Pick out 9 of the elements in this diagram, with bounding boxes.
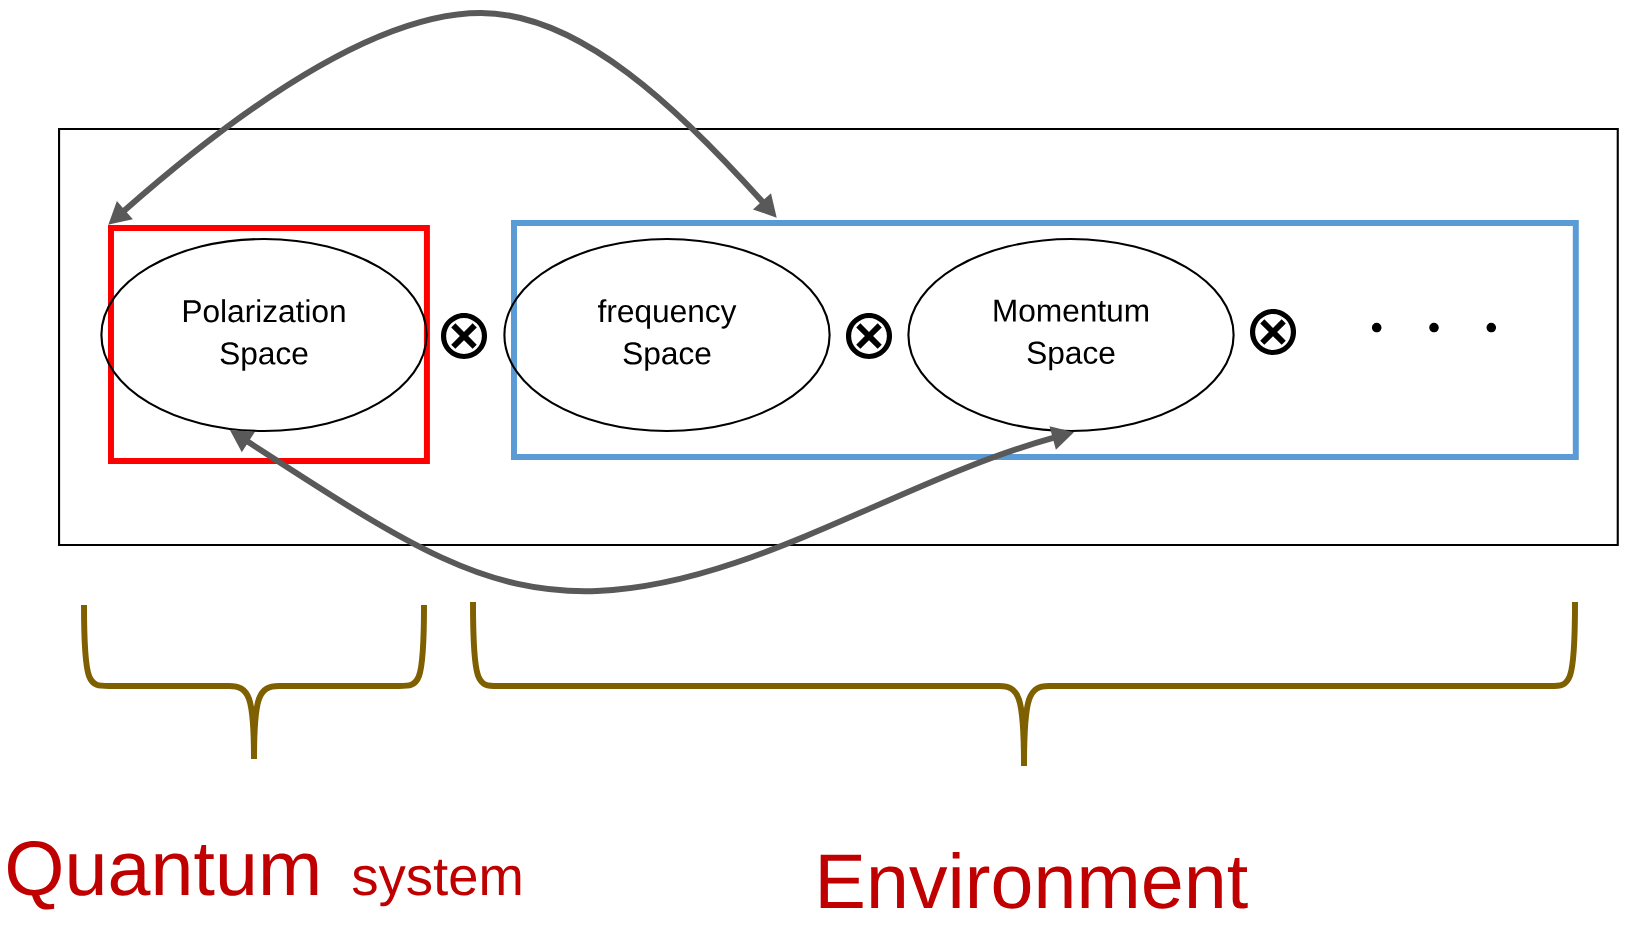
tensor-product-symbol: ⊗ — [441, 312, 488, 360]
frame-box — [58, 128, 1619, 547]
group-label: Environment — [820, 852, 1248, 909]
group-label: system — [352, 859, 521, 907]
group-box — [511, 220, 1579, 460]
group-box — [108, 225, 430, 464]
tensor-product-symbol: ⊗ — [846, 312, 893, 360]
ellipsis: • • • — [1371, 322, 1497, 333]
group-label: Quantum — [8, 841, 318, 910]
